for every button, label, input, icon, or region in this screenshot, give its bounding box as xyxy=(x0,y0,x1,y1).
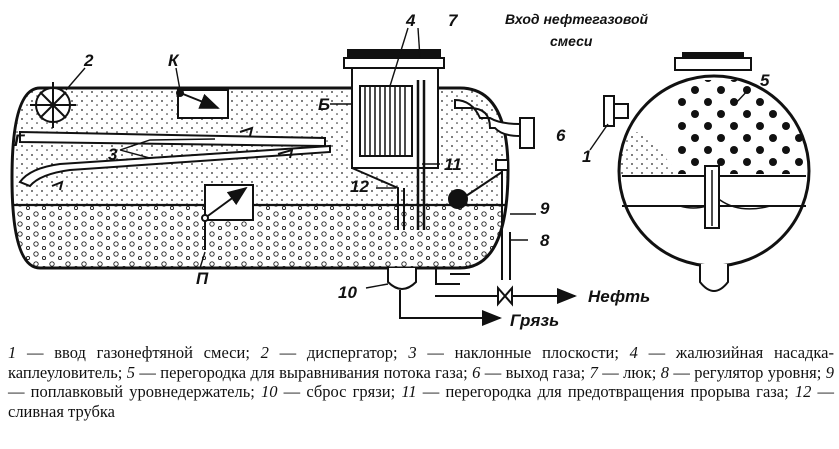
caption-item: 5 — перегородка для выравнивания потока … xyxy=(127,363,472,382)
caption-item: 11 — перегородка для предотвращения прор… xyxy=(401,382,795,401)
float-regulator xyxy=(448,159,511,280)
drain-tube xyxy=(351,167,405,230)
caption-item-text: — наклонные плоскости; xyxy=(416,343,630,362)
caption-item-text: — выход газа; xyxy=(480,362,590,382)
caption-item-text: — сливная трубка xyxy=(8,382,835,421)
caption-item-text: — люк; xyxy=(597,362,661,382)
caption-item-number: 3 xyxy=(408,343,417,362)
hatch-dropcatcher xyxy=(343,49,445,230)
caption-item-number: 9 xyxy=(825,362,834,382)
caption-item: 8 — регулятор уровня; xyxy=(661,363,826,382)
caption-item-number: 1 xyxy=(8,343,17,362)
caption-item-number: 7 xyxy=(589,362,598,382)
oil-line xyxy=(435,268,577,307)
label-8: 8 xyxy=(540,231,550,250)
caption-item-text: — сброс грязи; xyxy=(277,382,402,401)
label-7: 7 xyxy=(448,11,459,30)
caption-item-text: — поплавковый уровнедержатель; xyxy=(8,382,261,401)
caption-item-text: — ввод газонефтяной смеси; xyxy=(16,343,261,362)
caption-item-text: — регулятор уровня; xyxy=(668,362,826,382)
caption-item: 6 — выход газа; xyxy=(472,363,590,382)
caption-item-text: — перегородка для выравнивания потока га… xyxy=(135,362,473,382)
caption-item: 7 — люк; xyxy=(590,363,661,382)
oil-label: Нефть xyxy=(588,287,650,306)
block-k xyxy=(176,89,229,119)
figure-caption: 1 — ввод газонефтяной смеси; 2 — дисперг… xyxy=(8,343,834,421)
block-p xyxy=(201,184,254,250)
label-3: 3 xyxy=(108,145,118,164)
dirt-label: Грязь xyxy=(510,311,559,330)
caption-item-number: 10 xyxy=(261,382,278,401)
label-k: К xyxy=(168,51,180,70)
caption-item: 12 — сливная трубка xyxy=(8,382,834,421)
label-11: 11 xyxy=(444,155,462,174)
label-b: Б xyxy=(318,95,330,114)
caption-item-number: 12 xyxy=(794,382,812,401)
caption-item-number: 5 xyxy=(126,362,135,382)
caption-item: 2 — диспергатор; xyxy=(261,343,409,362)
label-6: 6 xyxy=(556,126,566,145)
caption-item: 3 — наклонные плоскости; xyxy=(408,343,629,362)
leader-lines xyxy=(65,27,751,289)
caption-item-text: — жалюзийная насадка-каплеуловитель; xyxy=(8,343,834,382)
inlet-label-line2: смеси xyxy=(550,33,593,49)
caption-item: 10 — сброс грязи; xyxy=(261,382,401,401)
caption-item-text: — диспергатор; xyxy=(268,343,409,362)
caption-item-number: 8 xyxy=(660,362,669,382)
label-12: 12 xyxy=(350,177,369,196)
dispergator xyxy=(30,82,76,128)
caption-item: 4 — жалюзийная насадка-каплеуловитель; xyxy=(8,343,834,382)
caption-item-number: 2 xyxy=(260,343,269,362)
dirt-sump xyxy=(387,268,502,326)
gas-outlet-pipe xyxy=(454,98,535,149)
caption-item-text: — перегородка для предотвращения прорыва… xyxy=(416,382,795,401)
label-9: 9 xyxy=(540,199,550,218)
label-1: 1 xyxy=(582,147,591,166)
label-10: 10 xyxy=(338,283,357,302)
label-2: 2 xyxy=(83,51,94,70)
caption-item-number: 6 xyxy=(472,362,481,382)
label-4: 4 xyxy=(405,11,416,30)
caption-item-number: 11 xyxy=(401,382,417,401)
label-p: П xyxy=(196,269,209,288)
caption-item: 9 — поплавковый уровнедержатель; xyxy=(8,363,834,402)
inlet-nozzle xyxy=(603,95,629,127)
caption-item-number: 4 xyxy=(629,343,638,362)
inlet-label-line1: Вход нефтегазовой xyxy=(505,11,649,27)
cross-section xyxy=(617,52,811,292)
label-g: Г xyxy=(14,131,26,150)
label-5: 5 xyxy=(760,71,770,90)
caption-item: 1 — ввод газонефтяной смеси; xyxy=(8,343,261,362)
